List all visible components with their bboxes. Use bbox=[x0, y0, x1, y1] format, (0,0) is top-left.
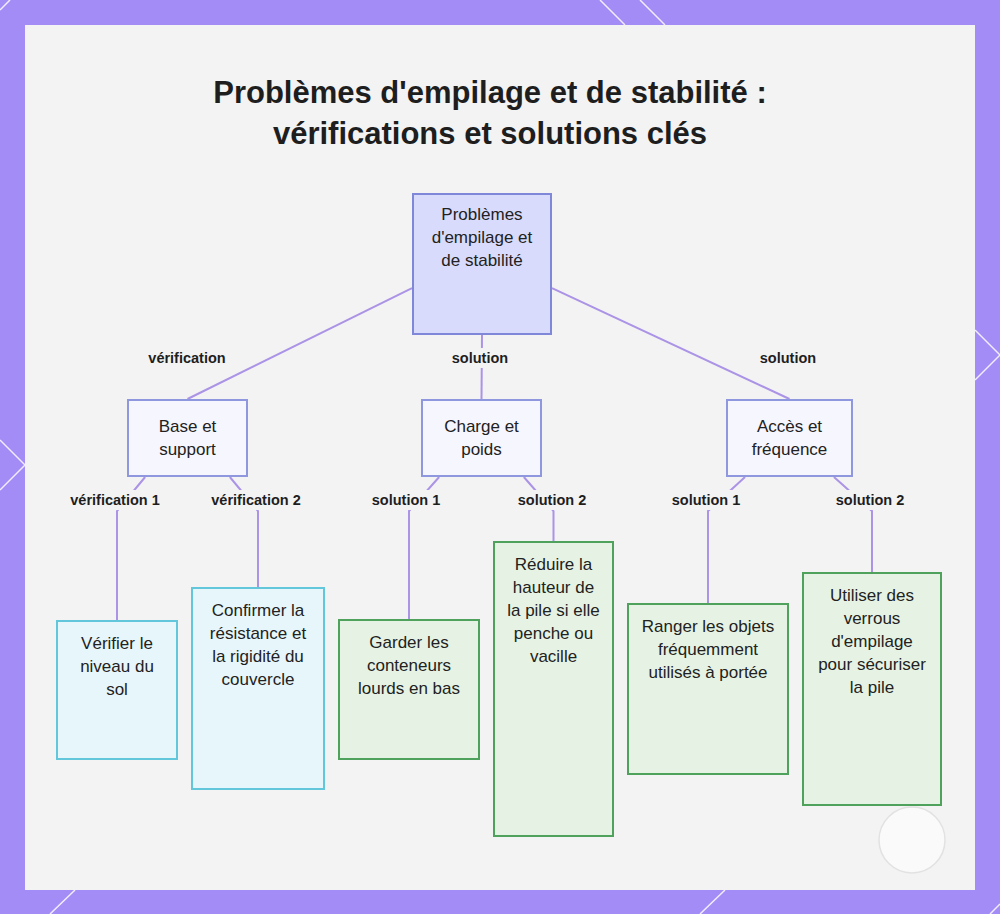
node-text: Confirmer la résistance et la rigidité d… bbox=[205, 599, 311, 691]
check-box: Vérifier le niveau du sol bbox=[56, 620, 178, 760]
node-text: Réduire la hauteur de la pile si elle pe… bbox=[507, 553, 600, 668]
node-text: Ranger les objets fréquemment utilisés à… bbox=[641, 615, 775, 684]
diagram-title: Problèmes d'empilage et de stabilité : v… bbox=[150, 72, 830, 154]
frame-line bbox=[975, 330, 1000, 355]
solution-box: Utiliser des verrous d'empilage pour séc… bbox=[802, 572, 942, 806]
node-text: Problèmes d'empilage et de stabilité bbox=[428, 203, 536, 272]
check-box: Confirmer la résistance et la rigidité d… bbox=[191, 587, 325, 790]
solution-box: Réduire la hauteur de la pile si elle pe… bbox=[493, 541, 614, 837]
edge-label: solution bbox=[757, 348, 819, 368]
category-box: Accès et fréquence bbox=[726, 399, 853, 477]
category-box: Charge et poids bbox=[421, 399, 542, 477]
node-text: Charge et poids bbox=[433, 415, 530, 461]
connector-line bbox=[552, 288, 790, 399]
frame-line bbox=[990, 904, 1000, 914]
solution-box: Ranger les objets fréquemment utilisés à… bbox=[627, 603, 789, 775]
frame-line bbox=[50, 890, 75, 914]
node-text: Vérifier le niveau du sol bbox=[70, 632, 164, 701]
node-text: Accès et fréquence bbox=[738, 415, 841, 461]
node-text: Base et support bbox=[139, 415, 236, 461]
edge-label: vérification 1 bbox=[67, 490, 162, 510]
node-text: Garder les conteneurs lourds en bas bbox=[352, 631, 466, 700]
category-box: Base et support bbox=[127, 399, 248, 477]
watermark-badge bbox=[879, 807, 945, 873]
edge-label: vérification 2 bbox=[208, 490, 303, 510]
edge-label: solution 1 bbox=[369, 490, 443, 510]
edge-label: solution bbox=[449, 348, 511, 368]
edge-label: solution 2 bbox=[515, 490, 589, 510]
edge-label: solution 2 bbox=[833, 490, 907, 510]
frame-line bbox=[0, 0, 10, 10]
frame-line bbox=[700, 890, 725, 914]
node-text: Utiliser des verrous d'empilage pour séc… bbox=[816, 584, 928, 699]
frame-line bbox=[0, 440, 25, 465]
edge-label: solution 1 bbox=[669, 490, 743, 510]
frame-line bbox=[975, 355, 1000, 380]
edge-label: vérification bbox=[145, 348, 228, 368]
frame-line bbox=[640, 0, 665, 25]
solution-box: Garder les conteneurs lourds en bas bbox=[338, 619, 480, 760]
connector-line bbox=[188, 288, 413, 399]
frame-line bbox=[0, 465, 25, 490]
frame-line bbox=[600, 0, 625, 25]
root-box: Problèmes d'empilage et de stabilité bbox=[412, 193, 552, 335]
